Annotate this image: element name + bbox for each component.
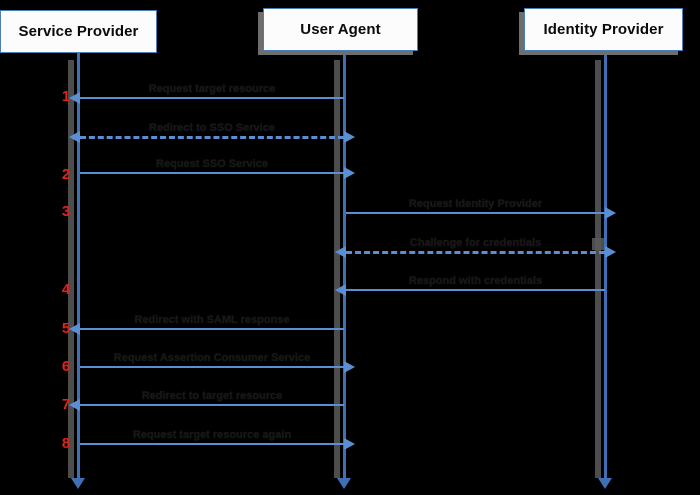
message-label-1: Request target resource <box>148 83 276 95</box>
lifeline-idp <box>604 53 607 478</box>
step-number-8: 8 <box>61 435 71 452</box>
message-line-1 <box>80 97 344 99</box>
message-label-4: Request Identity Provider <box>408 198 543 210</box>
lifeline-end-arrow-ua <box>337 478 351 489</box>
lifeline-end-arrow-sp <box>71 478 85 489</box>
lifeline-end-arrow-idp <box>598 478 612 489</box>
message-arrowhead-left-7 <box>69 323 80 335</box>
message-arrowhead-left-5 <box>335 246 346 258</box>
message-arrowhead-left-1 <box>69 92 80 104</box>
actor-box-sp[interactable]: Service Provider <box>0 10 157 53</box>
step-number-6: 6 <box>61 358 71 375</box>
step-number-5: 5 <box>61 320 71 337</box>
actor-label-sp: Service Provider <box>18 23 139 40</box>
actor-box-ua[interactable]: User Agent <box>263 8 418 51</box>
message-label-3: Request SSO Service <box>156 158 268 170</box>
message-label-6: Respond with credentials <box>408 275 543 287</box>
lifeline-sp <box>77 53 80 478</box>
message-arrowhead-right-4 <box>605 207 616 219</box>
step-number-2: 2 <box>61 166 71 183</box>
activation-bar-idp-note <box>592 238 604 250</box>
message-arrowhead-right-3 <box>344 167 355 179</box>
activation-bar-sp <box>68 60 74 478</box>
actor-label-idp: Identity Provider <box>543 21 664 38</box>
message-line-9 <box>80 404 344 406</box>
step-number-3: 3 <box>61 203 71 220</box>
actor-box-idp[interactable]: Identity Provider <box>524 8 683 51</box>
message-arrowhead-left-2 <box>69 131 80 143</box>
message-label-2: Redirect to SSO Service <box>149 122 275 134</box>
message-label-5: Challenge for credentials <box>409 237 542 249</box>
activation-bar-ua <box>334 60 340 478</box>
lifeline-ua <box>343 53 346 478</box>
message-line-3 <box>80 172 344 174</box>
message-label-7: Redirect with SAML response <box>134 314 290 326</box>
activation-bar-idp <box>595 60 601 478</box>
message-label-10: Request target resource again <box>132 429 292 441</box>
actor-label-ua: User Agent <box>300 21 381 38</box>
message-arrowhead-left-9 <box>69 399 80 411</box>
message-arrowhead-right-10 <box>344 438 355 450</box>
message-label-8: Request Assertion Consumer Service <box>113 352 311 364</box>
message-arrowhead-left-6 <box>335 284 346 296</box>
step-number-1: 1 <box>61 88 71 105</box>
message-line-6 <box>346 289 605 291</box>
message-arrowhead-right-5 <box>605 246 616 258</box>
message-arrowhead-right-8 <box>344 361 355 373</box>
step-number-4: 4 <box>61 281 71 298</box>
message-line-8 <box>80 366 344 368</box>
message-line-7 <box>80 328 344 330</box>
message-line-2 <box>80 136 344 139</box>
message-line-4 <box>346 212 605 214</box>
message-line-5 <box>346 251 605 254</box>
message-label-9: Redirect to target resource <box>141 390 283 402</box>
message-arrowhead-right-2 <box>344 131 355 143</box>
message-line-10 <box>80 443 344 445</box>
step-number-7: 7 <box>61 396 71 413</box>
